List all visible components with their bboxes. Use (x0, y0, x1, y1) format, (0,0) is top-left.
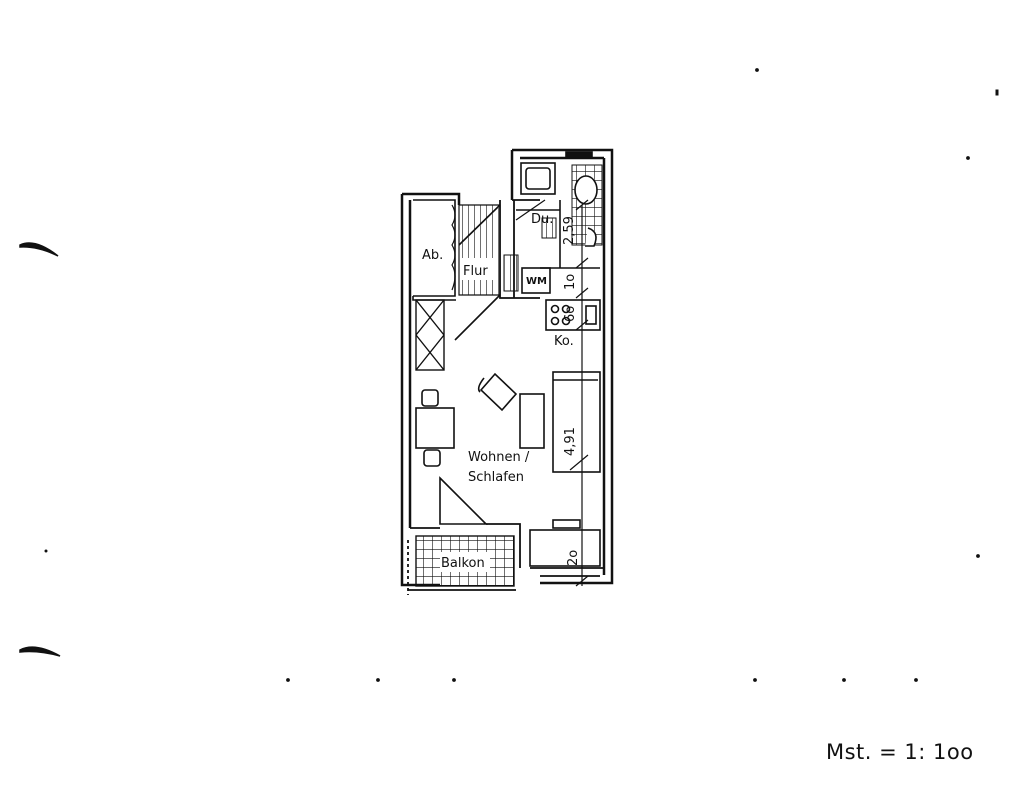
dim-dusche: 2,59 (562, 216, 577, 245)
label-kochen: Ko. (554, 334, 574, 349)
living-furniture (415, 371, 601, 567)
dim-wm: 1o (563, 274, 578, 290)
washing-machine-niche (503, 254, 551, 294)
label-flur: Flur (463, 264, 488, 279)
page-marks (19, 68, 999, 682)
stairs (454, 204, 501, 341)
kitchen (545, 299, 601, 331)
label-balkon: Balkon (441, 556, 485, 571)
dim-balkon: 2o (566, 550, 581, 566)
dim-wohnen: 4,91 (563, 427, 578, 456)
label-abstellraum: Ab. (422, 248, 443, 263)
scale-label: Mst. = 1: 1oo (826, 740, 974, 764)
label-dusche: Du. (531, 212, 553, 227)
balcony (407, 523, 604, 595)
label-wohnen: Wohnen / (468, 450, 530, 465)
dimension-lines (569, 199, 589, 587)
dim-kochen: 6o (563, 306, 578, 322)
wardrobe (415, 299, 445, 371)
label-schlafen: Schlafen (468, 470, 524, 485)
shower-room (515, 151, 603, 269)
label-waschmaschine: WM (526, 276, 547, 287)
